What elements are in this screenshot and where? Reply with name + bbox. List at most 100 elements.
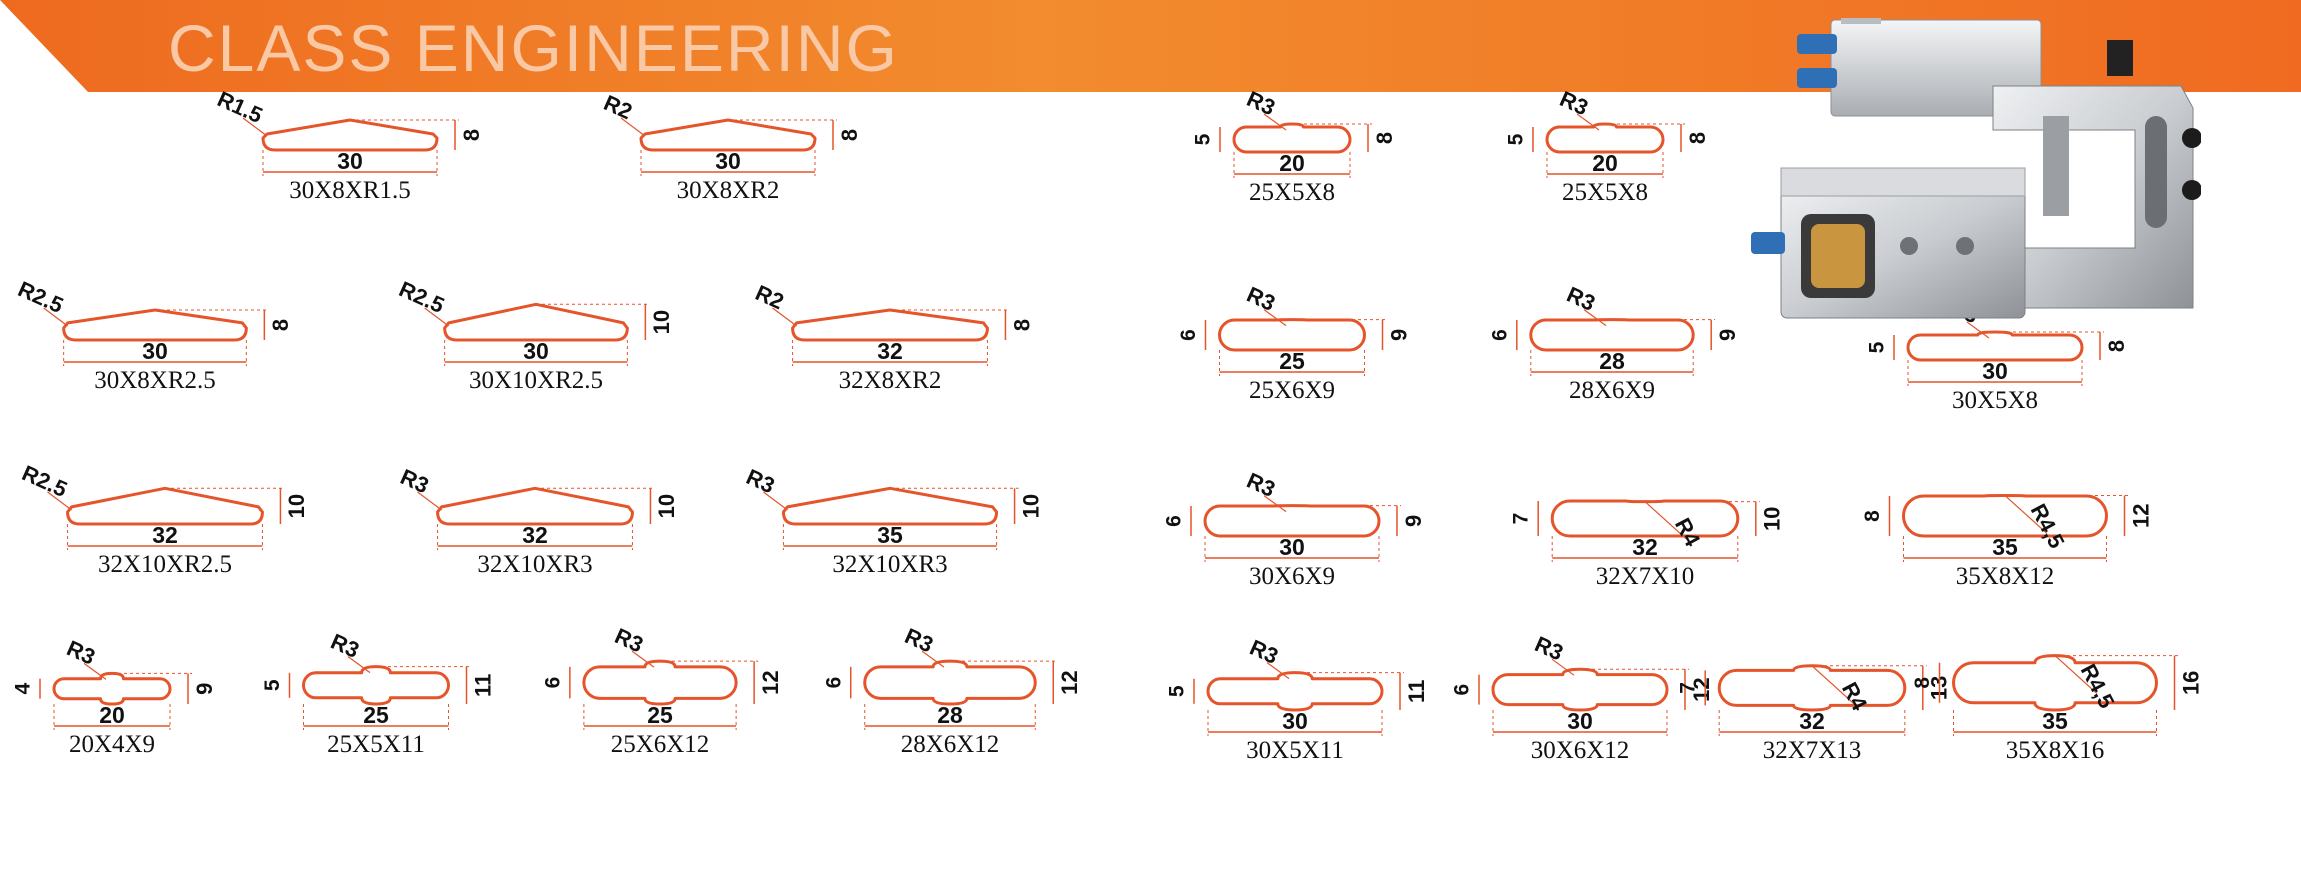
profile-outline	[1902, 494, 2108, 538]
mount-hole-1	[1900, 237, 1918, 255]
thickness-label: 6	[822, 677, 845, 689]
width-label: 35	[877, 522, 903, 548]
radius-leader	[1644, 501, 1688, 541]
company-title: CLASS ENGINEERING	[168, 11, 899, 85]
height-label: 8	[1009, 319, 1034, 331]
height-label: 10	[1760, 507, 1785, 531]
height-label: 11	[470, 674, 495, 697]
height-label: 9	[1715, 329, 1740, 341]
thickness-label: 5	[1866, 341, 1889, 353]
width-label: 32	[1632, 534, 1658, 560]
thickness-label: 5	[1166, 685, 1189, 697]
height-label: 11	[1404, 680, 1429, 703]
radius-leader	[2054, 655, 2098, 695]
header-banner	[0, 0, 2301, 92]
height-label: 8	[1685, 132, 1710, 144]
width-label: 32	[152, 522, 178, 548]
profile-outline	[1491, 667, 1669, 712]
radius-leader	[83, 662, 107, 680]
radius-leader	[1263, 113, 1287, 131]
radius-label: R2	[752, 280, 788, 314]
profile-outline	[863, 659, 1037, 706]
height-label: 9	[192, 683, 217, 695]
radius-label: R4,5	[2076, 660, 2120, 713]
width-label: 30	[1279, 534, 1305, 560]
thickness-label: 5	[1192, 133, 1215, 145]
profile-caption: 20X4X9	[69, 731, 155, 758]
radius-leader	[347, 656, 371, 674]
profile-caption: 32X10XR3	[477, 551, 592, 578]
radius-label: R3	[1563, 282, 1599, 316]
width-label: 32	[1799, 708, 1825, 734]
radius-label: R3	[1246, 635, 1282, 669]
width-label: 35	[2042, 708, 2068, 734]
thickness-label: 5	[261, 679, 284, 691]
profile-outline	[582, 659, 738, 706]
radius-label: R3	[1531, 631, 1567, 665]
height-label: 10	[284, 494, 309, 518]
air-fitting-top	[1797, 34, 1837, 54]
radius-label: R4	[1670, 514, 1706, 551]
profile-caption: 32X7X13	[1763, 737, 1862, 764]
width-label: 35	[1992, 534, 2018, 560]
profile-outline	[1545, 122, 1665, 154]
profile-outline	[1232, 122, 1352, 154]
cylinder-cap	[1841, 18, 1881, 24]
profile-outline	[781, 486, 999, 526]
width-label: 20	[1592, 150, 1618, 176]
width-label: 20	[99, 702, 125, 728]
thickness-label: 6	[1177, 329, 1200, 341]
radius-leader	[424, 307, 450, 327]
thickness-label: 6	[1488, 329, 1511, 341]
profile-caption: 25X6X9	[1249, 377, 1335, 404]
width-label: 25	[647, 702, 673, 728]
height-label: 10	[654, 494, 679, 518]
height-label: 10	[649, 310, 674, 334]
thickness-label: 4	[12, 683, 35, 695]
radius-leader	[47, 491, 72, 511]
width-label: 30	[715, 148, 741, 174]
radius-label: R1.5	[214, 86, 267, 128]
width-label: 30	[1282, 708, 1308, 734]
profile-outline	[1529, 318, 1695, 352]
radius-leader	[620, 117, 646, 137]
thickness-label: 8	[1911, 677, 1934, 689]
frame-slot	[2145, 116, 2167, 228]
height-label: 8	[2104, 340, 2129, 352]
profile-outline	[302, 665, 450, 706]
height-label: 8	[1372, 132, 1397, 144]
profile-outline	[52, 671, 172, 706]
width-label: 20	[1279, 150, 1305, 176]
radius-leader	[1576, 113, 1600, 131]
profile-outline	[791, 308, 989, 342]
width-label: 30	[337, 148, 363, 174]
thickness-label: 7	[1510, 513, 1533, 525]
height-label: 10	[1018, 494, 1043, 518]
radius-label: R3	[327, 629, 363, 663]
radius-label: R3	[901, 623, 937, 657]
height-label: 12	[758, 670, 783, 694]
profile-caption: 28X6X9	[1569, 377, 1655, 404]
radius-label: R2.5	[14, 276, 67, 318]
radius-label: R3	[1243, 468, 1279, 502]
profile-caption: 30X8XR1.5	[289, 177, 411, 204]
radius-leader	[417, 491, 442, 511]
height-label: 9	[1386, 329, 1411, 341]
radius-leader	[772, 307, 797, 327]
radius-leader	[43, 307, 69, 327]
profile-outline	[62, 308, 248, 342]
